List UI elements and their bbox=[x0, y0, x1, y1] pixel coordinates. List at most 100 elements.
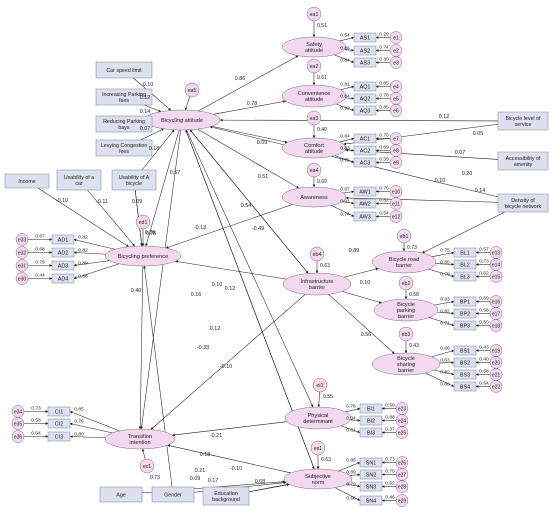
path-arrow bbox=[198, 55, 299, 112]
r-squared-value: 0.30 bbox=[379, 57, 389, 63]
indicator-box bbox=[453, 357, 477, 368]
loading-value: 0.86 bbox=[340, 46, 350, 52]
error-term bbox=[389, 156, 403, 169]
loading-value: 0.79 bbox=[440, 272, 450, 278]
observed-label: Levying Congestion bbox=[101, 143, 148, 149]
indicator-arrow bbox=[425, 372, 455, 387]
path-coefficient: -0.10 bbox=[220, 364, 232, 370]
error-label: e14 bbox=[492, 262, 501, 268]
error-label: e27 bbox=[398, 472, 407, 478]
indicator-box bbox=[353, 32, 377, 43]
indicator-arrow bbox=[339, 137, 355, 143]
indicator-box bbox=[359, 495, 383, 506]
error-term bbox=[395, 426, 409, 439]
indicator-arrow bbox=[73, 238, 115, 250]
indicator-label: BS4 bbox=[460, 385, 470, 391]
path-coefficient: 0.12 bbox=[140, 95, 151, 101]
indicator-box bbox=[453, 247, 477, 258]
disturbance-label: eb4 bbox=[313, 252, 322, 258]
indicator-box bbox=[359, 403, 383, 414]
indicator-arrow bbox=[334, 155, 355, 163]
indicator-label: BP2 bbox=[460, 312, 470, 318]
loading-value: 0.76 bbox=[346, 404, 356, 410]
indicator-box bbox=[453, 271, 477, 282]
path-coefficient: 0.09 bbox=[190, 476, 201, 482]
loading-value: 0.85 bbox=[74, 407, 84, 413]
r-squared-value: 0.50 bbox=[479, 320, 489, 326]
path-arrow bbox=[141, 129, 175, 171]
r-squared-value: 0.69 bbox=[379, 145, 389, 151]
indicator-arrow bbox=[437, 311, 455, 315]
disturbance-term bbox=[398, 275, 414, 291]
disturbance-r-squared: 0.73 bbox=[407, 245, 417, 251]
loading-value: 0.75 bbox=[340, 158, 350, 164]
indicator-label: AD1 bbox=[58, 238, 69, 244]
indicator-label: AD2 bbox=[58, 251, 69, 257]
error-label: e32 bbox=[18, 250, 27, 256]
indicator-label: AD4 bbox=[58, 277, 69, 283]
indicator-box bbox=[353, 81, 377, 92]
observed-label: Increasing Parking bbox=[102, 92, 146, 98]
indicator-arrow bbox=[69, 411, 120, 432]
r-squared-value: 0.79 bbox=[385, 469, 395, 475]
disturbance-term bbox=[306, 162, 322, 178]
indicator-label: BI3 bbox=[367, 431, 375, 437]
observed-label: service bbox=[515, 122, 532, 128]
r-squared-value: 0.57 bbox=[479, 247, 489, 253]
path-arrow bbox=[175, 260, 287, 280]
error-label: e19 bbox=[492, 348, 501, 354]
path-coefficient: 0.07 bbox=[140, 126, 151, 132]
r-squared-value: 0.69 bbox=[479, 296, 489, 302]
disturbance-term bbox=[135, 214, 151, 230]
disturbance-r-squared: 0.73 bbox=[150, 475, 160, 481]
error-label: e17 bbox=[492, 311, 501, 317]
error-label: e31 bbox=[18, 263, 27, 269]
observed-cong bbox=[95, 139, 153, 157]
error-term bbox=[395, 480, 409, 493]
indicator-label: AW2 bbox=[359, 202, 370, 208]
indicator-arrow bbox=[349, 473, 361, 477]
path-arrow bbox=[167, 444, 292, 474]
disturbance-r-squared: 0.58 bbox=[409, 292, 419, 298]
indicator-label: SN1 bbox=[366, 461, 377, 467]
r-squared-value: 0.85 bbox=[379, 105, 389, 111]
path-arrow bbox=[342, 291, 382, 304]
loading-value: 0.80 bbox=[440, 382, 450, 388]
r-squared-value: 0.67 bbox=[35, 234, 45, 240]
r-squared-value: 0.54 bbox=[379, 211, 389, 217]
observed-label: bicycle network bbox=[505, 204, 542, 210]
disturbance-r-squared: 0.63 bbox=[320, 263, 330, 269]
latent-comfort bbox=[281, 137, 347, 159]
latent-label: Convenience bbox=[298, 91, 331, 97]
path-coefficient: 0.16 bbox=[191, 292, 202, 298]
indicator-label: CI2 bbox=[55, 422, 63, 428]
indicator-box bbox=[353, 157, 377, 168]
disturbance-term bbox=[139, 458, 155, 474]
latent-label: intention bbox=[129, 440, 150, 446]
indicator-label: BL3 bbox=[460, 275, 470, 281]
disturbance-r-squared: 0.43 bbox=[409, 343, 419, 349]
error-label: e11 bbox=[392, 201, 400, 207]
indicator-box bbox=[359, 481, 383, 492]
latent-label: Bicycling preference bbox=[118, 254, 168, 260]
indicator-box bbox=[47, 418, 71, 429]
indicator-label: AS1 bbox=[360, 36, 370, 42]
indicator-box bbox=[353, 211, 377, 222]
indicator-box bbox=[453, 296, 477, 307]
indicator-label: BS2 bbox=[460, 361, 470, 367]
path-coefficient: 0.09 bbox=[257, 140, 268, 146]
loading-value: 0.89 bbox=[346, 470, 356, 476]
r-squared-value: 0.29 bbox=[379, 32, 389, 38]
indicator-arrow bbox=[434, 369, 455, 376]
latent-label: barrier bbox=[398, 368, 414, 374]
observed-label: background bbox=[212, 497, 240, 503]
path-coefficient: 0.18 bbox=[149, 146, 160, 152]
disturbance-term bbox=[396, 228, 412, 244]
path-coefficient: 0.78 bbox=[145, 230, 156, 236]
observed-label: Usability of a bbox=[64, 175, 94, 181]
disturbance-label: eb2 bbox=[402, 281, 411, 287]
path-coefficient: 0.78 bbox=[247, 101, 258, 107]
disturbance-label: ea5 bbox=[188, 88, 197, 94]
error-label: e26 bbox=[398, 460, 407, 466]
indicator-arrow bbox=[69, 435, 106, 439]
